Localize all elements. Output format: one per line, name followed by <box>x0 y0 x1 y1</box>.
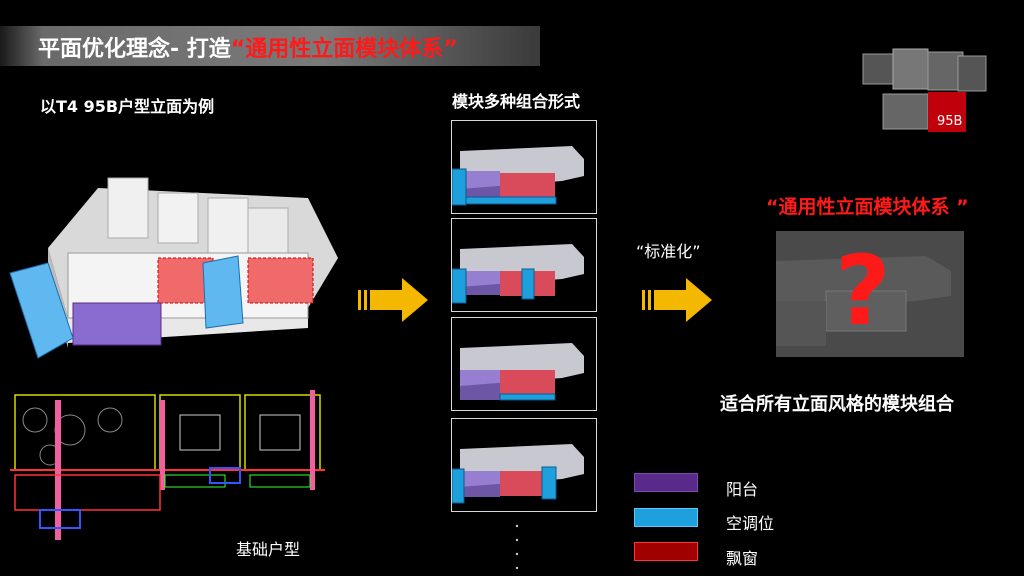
legend-swatch-ac <box>634 508 698 527</box>
page-title: 平面优化理念- 打造“通用性立面模块体系” <box>38 31 458 63</box>
base-plan-label: 基础户型 <box>236 540 301 559</box>
continuation-dots <box>515 522 519 572</box>
combinations-label: 模块多种组合形式 <box>452 92 581 111</box>
legend-label-balcony: 阳台 <box>726 480 759 499</box>
system-preview-image <box>776 231 964 357</box>
system-title: “通用性立面模块体系 ” <box>766 196 969 218</box>
title-highlight: “通用性立面模块体系” <box>230 37 458 62</box>
floor-plan-drawing <box>10 390 325 550</box>
combination-panel-1 <box>451 120 597 214</box>
legend-swatch-balcony <box>634 473 698 492</box>
combination-panel-4 <box>451 418 597 512</box>
title-prefix: 平面优化理念- 打造 <box>38 37 231 62</box>
legend-label-bay-window: 飘窗 <box>726 549 759 568</box>
arrow-right-icon <box>642 278 712 322</box>
arrow-right-icon <box>358 278 428 322</box>
title-bar <box>0 26 540 66</box>
standardize-label: “标准化” <box>636 242 701 261</box>
thumbnail-badge: 95B <box>937 114 963 129</box>
site-plan-thumbnail <box>858 44 990 136</box>
combination-panel-2 <box>451 218 597 312</box>
combination-panel-3 <box>451 317 597 411</box>
legend-label-ac: 空调位 <box>726 514 775 533</box>
building-3d-model <box>8 168 338 363</box>
system-caption: 适合所有立面风格的模块组合 <box>720 394 954 415</box>
example-label: 以T4 95B户型立面为例 <box>40 97 215 116</box>
legend-swatch-bay-window <box>634 542 698 561</box>
question-mark: ? <box>835 235 891 347</box>
